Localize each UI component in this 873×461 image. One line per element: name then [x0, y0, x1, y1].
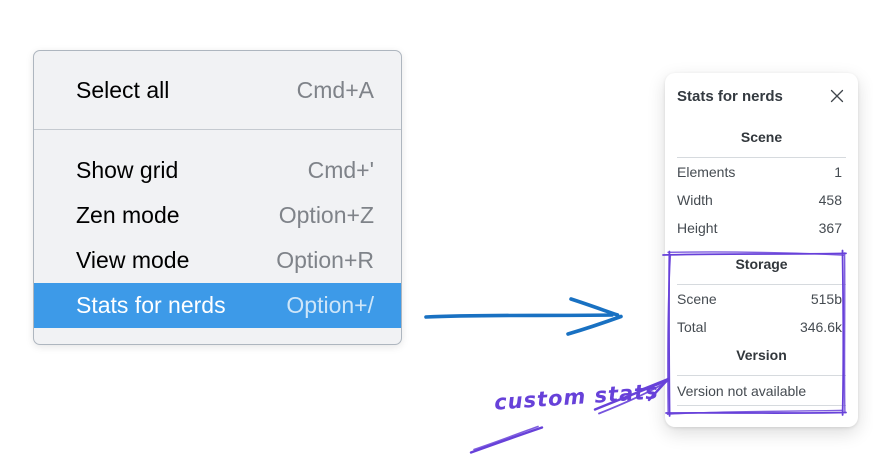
stat-label: Height [677, 220, 718, 236]
menu-item-label: Show grid [76, 157, 179, 183]
menu-item-shortcut: Option+/ [286, 292, 374, 318]
stat-label: Scene [677, 291, 717, 307]
menu-item-shortcut: Cmd+' [307, 157, 374, 183]
stat-value: 367 [818, 220, 842, 236]
stat-label: Width [677, 192, 713, 208]
menu-item-stats-for-nerds[interactable]: Stats for nerds Option+/ [34, 283, 401, 328]
pointer-arrow [424, 297, 623, 336]
stat-row: Elements 1 [677, 158, 846, 186]
stats-panel-title: Stats for nerds [677, 87, 783, 105]
menu-item-shortcut: Cmd+A [296, 76, 374, 103]
version-message: Version not available [677, 382, 807, 399]
close-button[interactable] [828, 87, 846, 105]
stat-value: 346.6k [799, 319, 842, 335]
stats-panel: Stats for nerds Scene Elements 1 Width 4… [665, 73, 858, 427]
menu-divider [34, 129, 401, 130]
stat-value: 515b [810, 291, 842, 307]
section-header: Storage [735, 256, 788, 272]
section-header: Version [736, 347, 787, 363]
menu-item-label: Select all [76, 76, 170, 103]
menu-item-label: Stats for nerds [76, 292, 226, 318]
annotation-arrow [469, 377, 670, 454]
menu-item-label: Zen mode [76, 202, 180, 228]
menu-item-label: View mode [76, 247, 190, 273]
menu-item-select-all[interactable]: Select all Cmd+A [34, 69, 401, 111]
menu-section-top: Select all Cmd+A [34, 51, 401, 129]
stats-section-version: Version Version not available [677, 347, 846, 406]
stat-row: Height 367 [677, 214, 846, 242]
annotation-label: custom stats [493, 379, 660, 415]
section-divider [677, 405, 846, 406]
stats-section-scene: Scene Elements 1 Width 458 Height 367 [677, 129, 846, 242]
stats-section-storage: Storage Scene 515b Total 346.6k [677, 256, 846, 341]
stat-row: Scene 515b [677, 285, 846, 313]
menu-item-show-grid[interactable]: Show grid Cmd+' [34, 148, 401, 193]
stat-row: Width 458 [677, 186, 846, 214]
context-menu: Select all Cmd+A Show grid Cmd+' Zen mod… [33, 50, 402, 345]
stat-label: Elements [677, 164, 736, 180]
menu-item-shortcut: Option+Z [278, 202, 374, 228]
menu-section-view: Show grid Cmd+' Zen mode Option+Z View m… [34, 130, 401, 344]
menu-item-zen-mode[interactable]: Zen mode Option+Z [34, 193, 401, 238]
stats-panel-header: Stats for nerds [677, 85, 846, 107]
stat-row: Total 346.6k [677, 313, 846, 341]
section-header: Scene [740, 129, 783, 145]
close-icon [830, 89, 844, 103]
menu-item-view-mode[interactable]: View mode Option+R [34, 238, 401, 283]
menu-item-shortcut: Option+R [276, 247, 374, 273]
stat-value: 458 [818, 192, 842, 208]
stat-value: 1 [834, 164, 842, 180]
stat-label: Total [677, 319, 707, 335]
section-divider [677, 157, 846, 158]
